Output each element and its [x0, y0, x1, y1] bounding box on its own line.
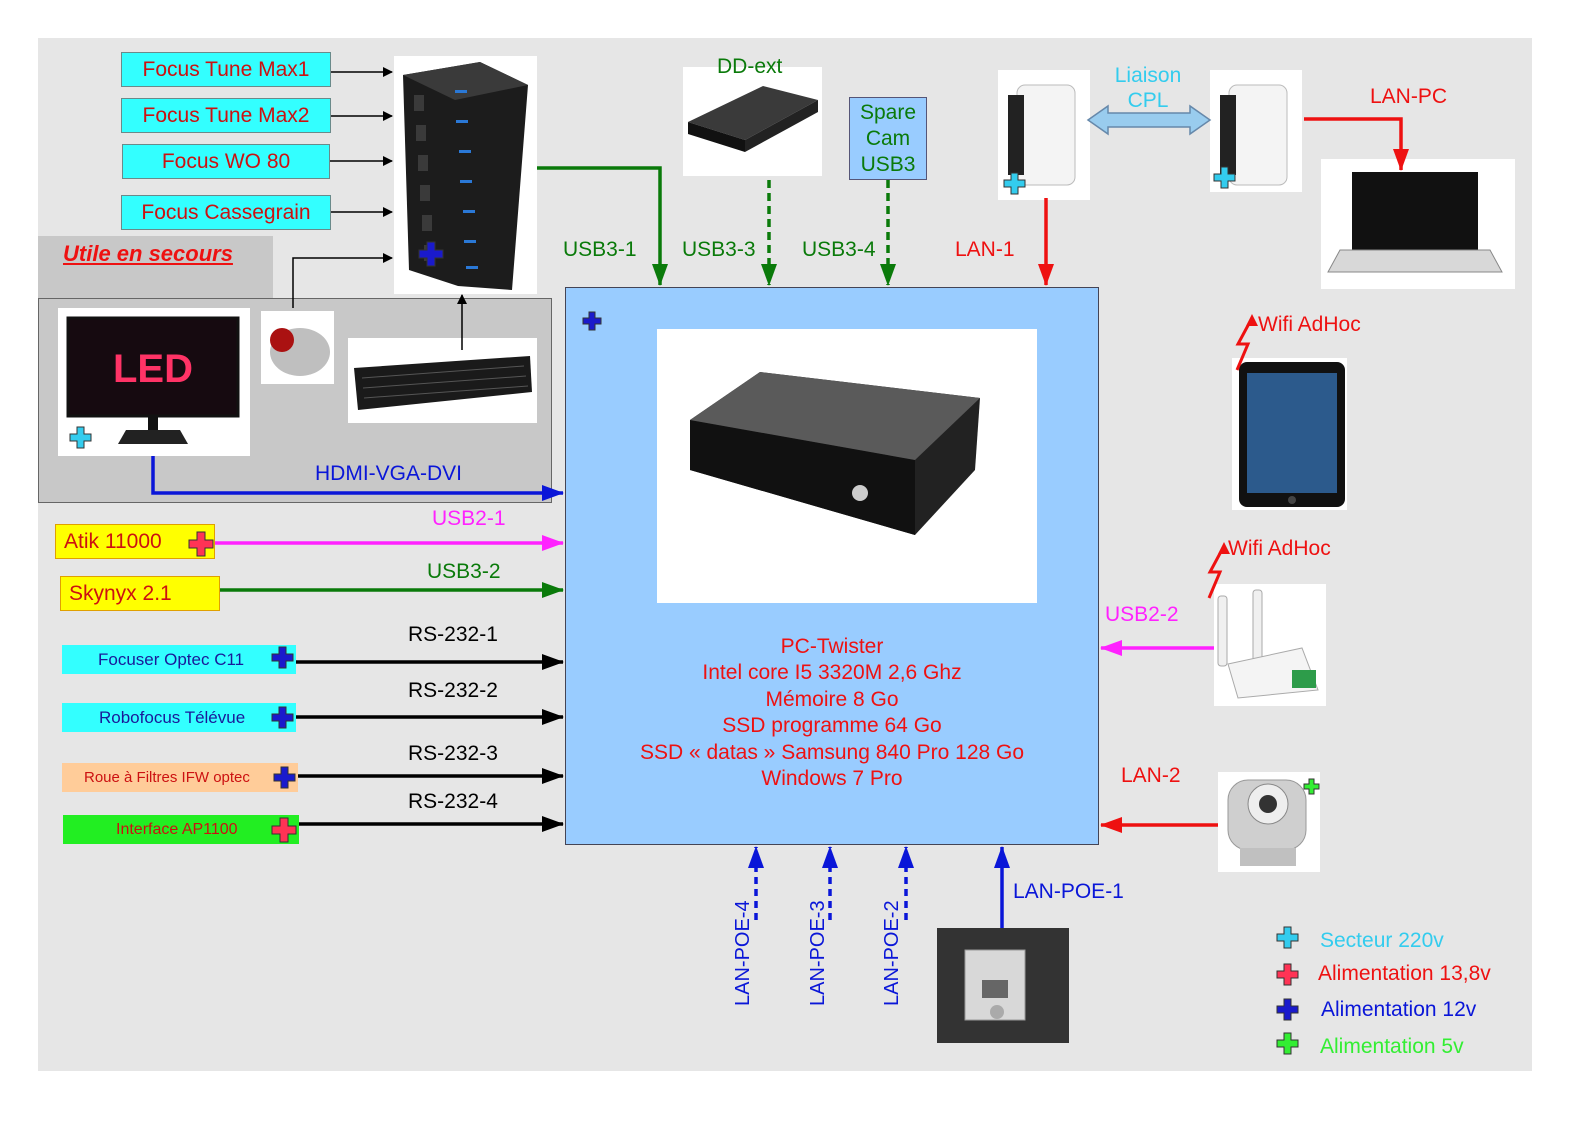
focus-tune-max2-box: Focus Tune Max2	[121, 98, 331, 133]
legend-secteur: Secteur 220v	[1320, 929, 1444, 952]
usb2-1-label: USB2-1	[432, 507, 506, 530]
hdmi-arrow	[151, 456, 564, 501]
rs232-3-label: RS-232-3	[408, 742, 498, 765]
wifi-adhoc-label-1: Wifi AdHoc	[1258, 313, 1361, 336]
pc-spec-line: Mémoire 8 Go	[765, 687, 899, 711]
lan-poe-1-label: LAN-POE-1	[1013, 880, 1124, 903]
spare-cam-box: Spare Cam USB3	[849, 97, 927, 180]
usb-hub-icon	[403, 62, 528, 290]
trackball-icon	[270, 328, 330, 376]
pc-spec-line: SSD « datas » Samsung 840 Pro 128 Go	[639, 740, 1025, 764]
usb3-2-label: USB3-2	[427, 560, 501, 583]
lan-poe-arrows	[748, 846, 1010, 928]
legend-alim-5: Alimentation 5v	[1320, 1035, 1464, 1058]
focus-wo80-box: Focus WO 80	[122, 144, 330, 179]
wifi-adhoc-label-2: Wifi AdHoc	[1228, 537, 1331, 560]
pc-spec-line: PC-Twister	[780, 635, 884, 658]
cpl-adapter-icons	[1008, 84, 1288, 186]
power-plus-icons	[69, 166, 1320, 843]
atik-box: Atik 11000	[55, 524, 215, 559]
keyboard-icon	[354, 356, 532, 410]
lan-poe-4-label: LAN-POE-4	[732, 900, 754, 1006]
pc-specs: PC-Twister Intel core I5 3320M 2,6 Ghz M…	[565, 634, 1099, 792]
lan-arrows-top	[1038, 117, 1409, 286]
pc-spec-line: Windows 7 Pro	[761, 767, 903, 791]
secours-header	[38, 236, 273, 298]
dd-ext-label: DD-ext	[717, 55, 783, 78]
liaison-line-1: Liaison	[1114, 64, 1182, 87]
skynyx-box: Skynyx 2.1	[60, 576, 220, 611]
lan-2-label: LAN-2	[1121, 764, 1181, 787]
legend-alim-12: Alimentation 12v	[1321, 998, 1477, 1021]
wifi-dongle-icon	[1217, 589, 1319, 699]
rs232-2-label: RS-232-2	[408, 679, 498, 702]
lan-pc-label: LAN-PC	[1370, 85, 1448, 108]
hdmi-label: HDMI-VGA-DVI	[315, 462, 462, 485]
spare-cam-line-2: Cam	[865, 126, 911, 150]
gige-camera-icon	[964, 949, 1026, 1021]
monitor-led-logo: LED	[113, 347, 193, 391]
pc-twister-icon	[690, 372, 980, 535]
usb2-2-label: USB2-2	[1105, 603, 1179, 626]
lan-1-label: LAN-1	[955, 238, 1015, 261]
rs232-arrows	[296, 654, 564, 832]
dd-ext-icon	[688, 86, 818, 152]
roue-filtres-box: Roue à Filtres IFW optec	[62, 763, 298, 792]
laptop-icon	[1327, 172, 1503, 273]
liaison-cpl-label: Liaison CPL	[1108, 63, 1188, 113]
spare-cam-line-3: USB3	[860, 152, 916, 176]
focus-cassegrain-box: Focus Cassegrain	[121, 195, 331, 230]
usb3-arrows-top	[537, 166, 896, 286]
spare-cam-line-1: Spare	[859, 100, 917, 124]
focuser-optec-box: Focuser Optec C11	[62, 645, 296, 674]
legend-alim-138: Alimentation 13,8v	[1318, 962, 1491, 985]
pc-spec-line: SSD programme 64 Go	[722, 714, 942, 738]
rs232-1-label: RS-232-1	[408, 623, 498, 646]
focus-hub-arrows	[292, 67, 467, 350]
liaison-line-2: CPL	[1127, 89, 1169, 112]
wifi-arrowheads	[1218, 314, 1258, 554]
monitor-icon	[66, 316, 240, 444]
focus-tune-max1-box: Focus Tune Max1	[121, 52, 331, 87]
tablet-icon	[1239, 362, 1345, 507]
interface-ap1100-box: Interface AP1100	[63, 815, 299, 844]
usb3-4-label: USB3-4	[802, 238, 876, 261]
ip-camera-icon	[1227, 779, 1307, 866]
cpl-link-arrow	[1086, 104, 1212, 136]
rs232-4-label: RS-232-4	[408, 790, 498, 813]
usb3-3-label: USB3-3	[682, 238, 756, 261]
secours-label: Utile en secours	[63, 241, 233, 266]
lan-poe-2-label: LAN-POE-2	[881, 900, 903, 1006]
lan-poe-3-label: LAN-POE-3	[807, 900, 829, 1006]
wifi-signal-icons	[1207, 317, 1254, 599]
legend-plus-icons	[1276, 926, 1299, 1055]
usb3-1-label: USB3-1	[563, 238, 637, 261]
robofocus-box: Robofocus Télévue	[62, 703, 296, 732]
pc-spec-line: Intel core I5 3320M 2,6 Ghz	[702, 661, 962, 685]
